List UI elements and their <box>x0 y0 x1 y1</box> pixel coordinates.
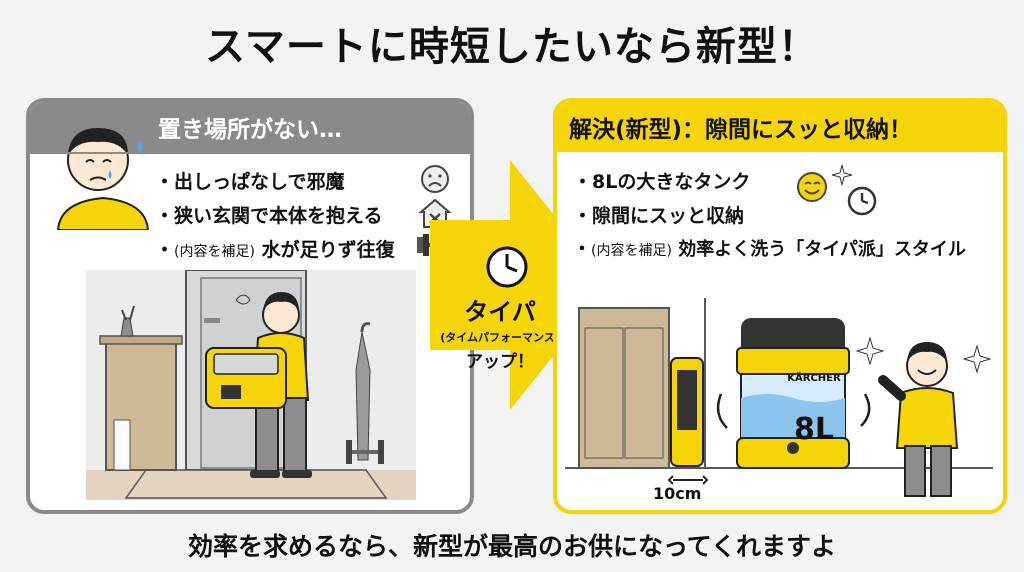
solution-bullet-1: ・8Lの大きなタンク <box>573 171 751 193</box>
sad-face-icon <box>421 165 449 193</box>
clock-icon <box>486 246 528 288</box>
solution-bullet-3: ・(内容を補足) 効率よく洗う「タイパ派」スタイル <box>573 239 966 260</box>
solution-panel: 解決(新型)：隙間にスッと収納！ ・8Lの大きなタンク ・隙間にスッと収納 ・(… <box>553 98 1007 514</box>
solution-bullet-2: ・隙間にスッと収納 <box>573 205 745 227</box>
worried-person-icon <box>56 128 150 230</box>
problem-bullet-3: ・(内容を補足) 水が足りず往復 <box>155 239 395 261</box>
taipa-note: (タイムパフォーマンス) <box>440 331 560 344</box>
entrance-scene-illustration <box>86 270 416 500</box>
storage-scene-illustration <box>565 298 993 502</box>
brand-label: KÄRCHER <box>787 373 841 384</box>
taipa-up-label: アップ！ <box>466 352 534 372</box>
smile-face-icon <box>797 172 827 202</box>
problem-bullet-1: ・出しっぱなしで邪魔 <box>155 171 345 193</box>
transition-arrow <box>430 160 610 410</box>
footer-caption: 効率を求めるなら、新型が最高のお供になってくれますよ <box>187 532 836 561</box>
page-title: スマートに時短したいなら新型！ <box>205 24 819 70</box>
clock-small-icon <box>847 186 877 216</box>
tank-capacity-label: 8L <box>794 412 834 447</box>
problem-header-text: 置き場所がない… <box>158 117 342 143</box>
sparkle-icon <box>831 164 853 186</box>
solution-header: 解決(新型)：隙間にスッと収納！ <box>557 102 1003 152</box>
problem-panel: 置き場所がない… ・出しっぱなしで邪魔 ・狭い玄関で本体を抱える ・(内容を補足… <box>26 98 474 514</box>
gap-width-label: 10cm <box>653 484 702 503</box>
taipa-label: タイパ <box>464 298 536 326</box>
problem-bullet-2: ・狭い玄関で本体を抱える <box>155 205 383 227</box>
